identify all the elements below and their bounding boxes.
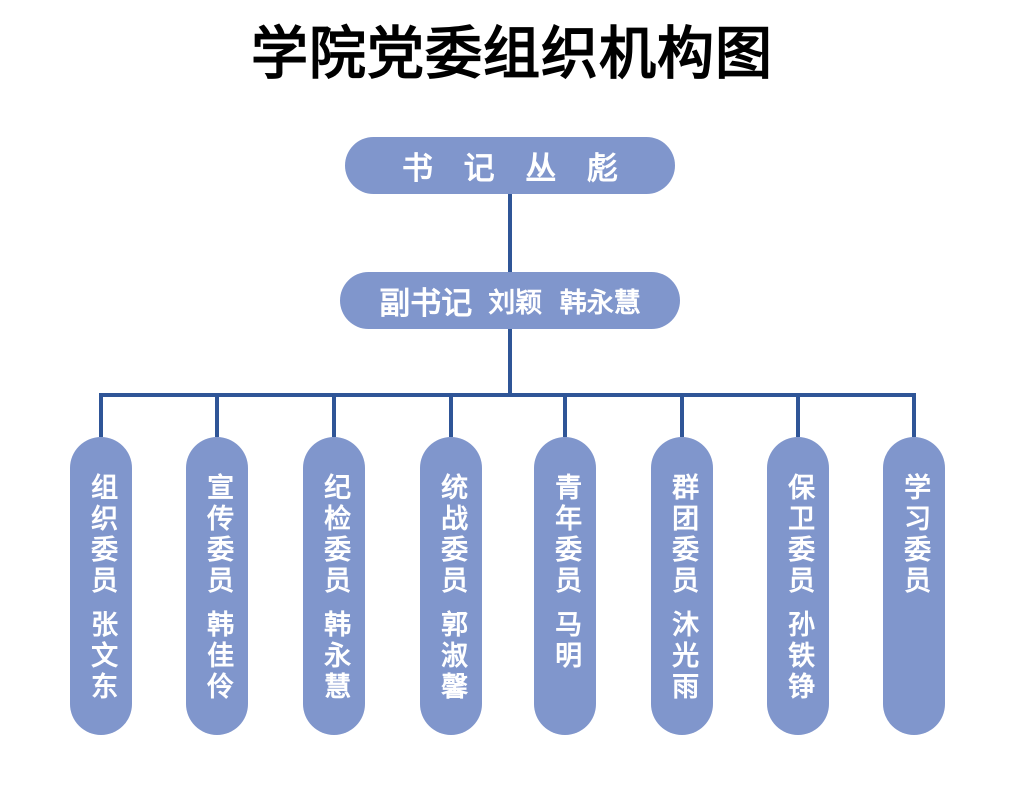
member-name: 孙铁铮 bbox=[783, 610, 815, 703]
member-name: 韩永慧 bbox=[319, 610, 351, 703]
member-box-youth: 青年委员马明 bbox=[534, 437, 596, 735]
member-label: 学习委员 bbox=[899, 473, 931, 610]
member-title: 宣传委员 bbox=[202, 473, 234, 597]
member-label: 组织委员张文东 bbox=[86, 473, 118, 703]
member-label: 青年委员马明 bbox=[550, 473, 582, 672]
member-box-study: 学习委员 bbox=[883, 437, 945, 735]
member-title: 保卫委员 bbox=[783, 473, 815, 597]
node-secretary: 书 记 丛 彪 bbox=[345, 137, 675, 194]
member-box-united-front: 统战委员郭淑馨 bbox=[420, 437, 482, 735]
member-label: 宣传委员韩佳伶 bbox=[202, 473, 234, 703]
connector-drop-propaganda bbox=[215, 395, 219, 437]
member-title: 群团委员 bbox=[667, 473, 699, 597]
deputy-names-label: 刘颖 韩永慧 bbox=[488, 288, 641, 319]
member-title: 组织委员 bbox=[86, 473, 118, 597]
connector-trunk-horizontal bbox=[99, 393, 916, 397]
member-label: 纪检委员韩永慧 bbox=[319, 473, 351, 703]
member-name: 郭淑馨 bbox=[436, 610, 468, 703]
node-deputy-secretary: 副书记 刘颖 韩永慧 bbox=[340, 272, 680, 329]
member-title: 学习委员 bbox=[899, 473, 931, 597]
member-box-mass-organizations: 群团委员沐光雨 bbox=[651, 437, 713, 735]
connector-drop-study bbox=[912, 395, 916, 437]
member-title: 统战委员 bbox=[436, 473, 468, 597]
member-name: 韩佳伶 bbox=[202, 610, 234, 703]
connector-drop-mass-organizations bbox=[680, 395, 684, 437]
member-label: 统战委员郭淑馨 bbox=[436, 473, 468, 703]
secretary-label: 书 记 丛 彪 bbox=[402, 151, 628, 187]
connector-deputy-trunk bbox=[508, 329, 512, 395]
member-label: 群团委员沐光雨 bbox=[667, 473, 699, 703]
member-box-discipline: 纪检委员韩永慧 bbox=[303, 437, 365, 735]
deputy-role-label: 副书记 bbox=[379, 286, 473, 322]
member-box-organization: 组织委员张文东 bbox=[70, 437, 132, 735]
member-box-security: 保卫委员孙铁铮 bbox=[767, 437, 829, 735]
connector-drop-united-front bbox=[449, 395, 453, 437]
connector-drop-organization bbox=[99, 395, 103, 437]
connector-drop-security bbox=[796, 395, 800, 437]
member-name: 沐光雨 bbox=[667, 610, 699, 703]
connector-drop-discipline bbox=[332, 395, 336, 437]
member-label: 保卫委员孙铁铮 bbox=[783, 473, 815, 703]
member-name: 张文东 bbox=[86, 610, 118, 703]
connector-drop-youth bbox=[563, 395, 567, 437]
page-title: 学院党委组织机构图 bbox=[251, 21, 773, 87]
member-title: 纪检委员 bbox=[319, 473, 351, 597]
connector-secretary-deputy bbox=[508, 194, 512, 272]
member-box-propaganda: 宣传委员韩佳伶 bbox=[186, 437, 248, 735]
member-title: 青年委员 bbox=[550, 473, 582, 597]
member-name: 马明 bbox=[550, 610, 582, 672]
